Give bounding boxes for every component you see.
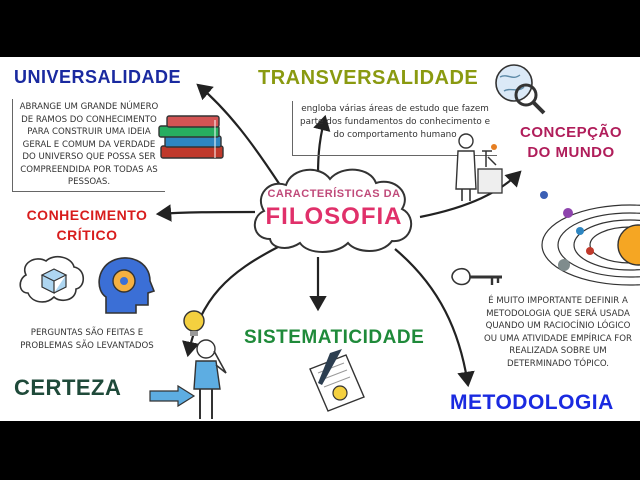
books-icon [158,115,224,159]
key-icon [451,267,502,286]
transversalidade-title: TRANSVERSALIDADE [258,67,479,89]
concepcao-title-line1: CONCEPÇÃO [519,124,622,141]
concepcao-title-line2: DO MUNDO [527,144,615,161]
center-subtitle: CARACTERÍSTICAS DA [267,188,401,200]
globe-magnifier-icon [495,64,546,115]
mind-map: CARACTERÍSTICAS DA FILOSOFIA UNIVERSALID… [0,57,640,421]
metodologia-title: METODOLOGIA [450,391,614,414]
thought-bubble-icon [19,255,85,303]
transversalidade-description: engloba várias áreas de estudo que fazem… [292,101,497,156]
conhecimento-critico-description: PERGUNTAS SÃO FEITAS E PROBLEMAS SÃO LEV… [20,328,154,351]
sistematicidade-title: SISTEMATICIDADE [244,327,425,348]
thinker-lightbulb-icon [183,310,227,419]
conhecimento-critico-line1: CONHECIMENTO [26,207,148,223]
universalidade-description: ABRANGE UM GRANDE NÚMERO DE RAMOS DO CON… [12,99,165,192]
certeza-arrow-icon [149,384,196,408]
conhecimento-critico-title: CONHECIMENTO CRÍTICO [14,205,160,245]
scientist-icon [455,133,503,201]
concepcao-title: CONCEPÇÃO DO MUNDO [516,123,626,163]
center-cloud [254,168,412,253]
certeza-title: CERTEZA [14,375,122,400]
head-gear-icon [98,257,156,314]
center-title: FILOSOFIA [265,203,403,230]
conhecimento-critico-line2: CRÍTICO [56,227,118,243]
paper-pencil-icon [309,349,365,412]
metodologia-description: É MUITO IMPORTANTE DEFINIR A METODOLOGIA… [484,296,632,369]
universalidade-title: UNIVERSALIDADE [14,67,182,87]
connector-arrows [155,83,522,388]
solar-system-icon [540,191,640,286]
